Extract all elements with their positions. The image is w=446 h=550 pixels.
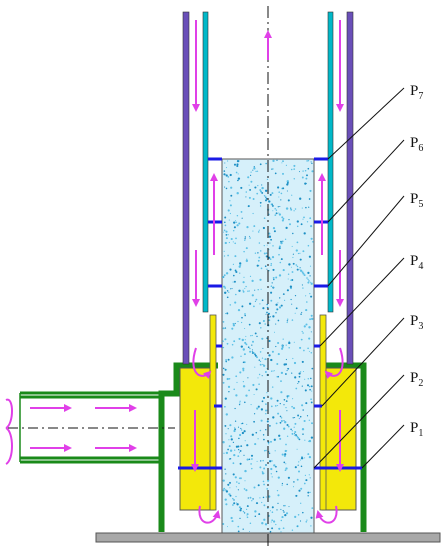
label-p1: P1 <box>410 420 423 439</box>
outer-tube <box>182 11 354 365</box>
liner-left <box>209 314 217 511</box>
leader-lines <box>313 87 405 469</box>
liner-right <box>319 314 327 511</box>
label-p3: P3 <box>410 313 423 332</box>
casing <box>158 362 367 532</box>
label-p5: P5 <box>410 191 423 210</box>
label-p7: P7 <box>410 83 423 102</box>
inner-tube <box>202 11 334 313</box>
label-p2: P2 <box>410 370 423 389</box>
label-p4: P4 <box>410 253 423 272</box>
packed-bed-particles <box>222 159 314 533</box>
support-block-left <box>179 367 215 511</box>
inlet-pipe <box>19 391 160 464</box>
flow-arrows <box>5 20 344 524</box>
label-p6: P6 <box>410 135 423 154</box>
